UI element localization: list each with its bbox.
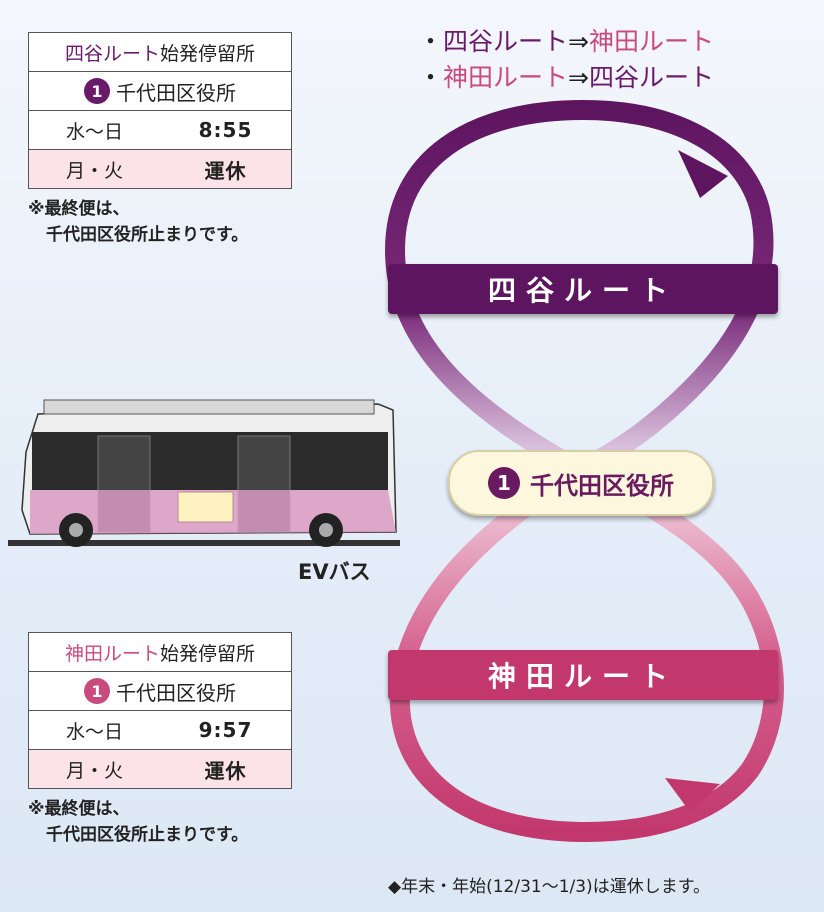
note-line: ※最終便は、: [28, 199, 130, 219]
title-suffix: 始発停留所: [160, 42, 256, 65]
first-stop-row: 1 千代田区役所: [29, 671, 291, 710]
weekday-label: 水～日: [65, 720, 123, 743]
table-title: 神田ルート 始発停留所: [29, 633, 291, 671]
title-suffix: 始発停留所: [160, 642, 256, 665]
offday-label: 月・火: [65, 159, 123, 182]
weekday-label: 水～日: [65, 120, 123, 143]
route-sequence-legend: ・四谷ルート⇒神田ルート ・神田ルート⇒四谷ルート: [418, 24, 714, 96]
kanda-first-stop-table: 神田ルート 始発停留所 1 千代田区役所 水～日 9:57 月・火 運休: [28, 632, 292, 789]
legend-line-2: ・神田ルート⇒四谷ルート: [418, 63, 714, 92]
ev-bus-illustration: [8, 399, 400, 547]
kanda-route-bar: 神田ルート: [388, 650, 778, 700]
first-departure-time: 8:55: [198, 118, 253, 142]
ev-bus-label: EVバス: [298, 560, 371, 584]
offday-status: 運休: [204, 158, 247, 183]
yotsuya-arrow-head: [678, 150, 728, 198]
stop-name: 千代田区役所: [116, 80, 236, 105]
center-stop-badge: 1 千代田区役所: [448, 450, 714, 516]
offday-row: 月・火 運休: [29, 149, 291, 188]
note-line: 千代田区役所止まりです。: [46, 825, 249, 845]
stop-number-badge: 1: [488, 467, 520, 499]
first-stop-row: 1 千代田区役所: [29, 71, 291, 110]
from-route: 四谷ルート: [443, 27, 569, 56]
offday-status: 運休: [204, 758, 247, 783]
last-bus-note-top: ※最終便は、 千代田区役所止まりです。: [28, 196, 248, 248]
to-route: 四谷ルート: [588, 63, 714, 92]
from-route: 神田ルート: [443, 63, 569, 92]
note-line: ※最終便は、: [28, 799, 130, 819]
to-route: 神田ルート: [588, 27, 714, 56]
offday-label: 月・火: [65, 759, 123, 782]
stop-number-badge: 1: [84, 678, 110, 704]
route-name: 神田ルート: [64, 642, 160, 665]
arrow-icon: ⇒: [568, 27, 589, 56]
arrow-icon: ⇒: [568, 63, 589, 92]
yotsuya-route-bar: 四谷ルート: [388, 264, 778, 314]
note-line: 千代田区役所止まりです。: [46, 225, 249, 245]
stop-number-badge: 1: [84, 78, 110, 104]
first-departure-time: 9:57: [198, 718, 253, 742]
route-name: 四谷ルート: [64, 42, 160, 65]
table-title: 四谷ルート 始発停留所: [29, 33, 291, 71]
offday-row: 月・火 運休: [29, 749, 291, 788]
stop-name: 千代田区役所: [116, 680, 236, 705]
weekday-row: 水～日 8:55: [29, 110, 291, 149]
stop-name: 千代田区役所: [530, 471, 674, 500]
year-end-notice: ◆年末・年始(12/31～1/3)は運休します。: [388, 877, 710, 897]
kanda-loop: [389, 461, 784, 843]
legend-line-1: ・四谷ルート⇒神田ルート: [418, 27, 714, 56]
last-bus-note-bottom: ※最終便は、 千代田区役所止まりです。: [28, 796, 248, 848]
yotsuya-first-stop-table: 四谷ルート 始発停留所 1 千代田区役所 水～日 8:55 月・火 運休: [28, 32, 292, 189]
kanda-arrow-head: [665, 778, 720, 812]
weekday-row: 水～日 9:57: [29, 710, 291, 749]
